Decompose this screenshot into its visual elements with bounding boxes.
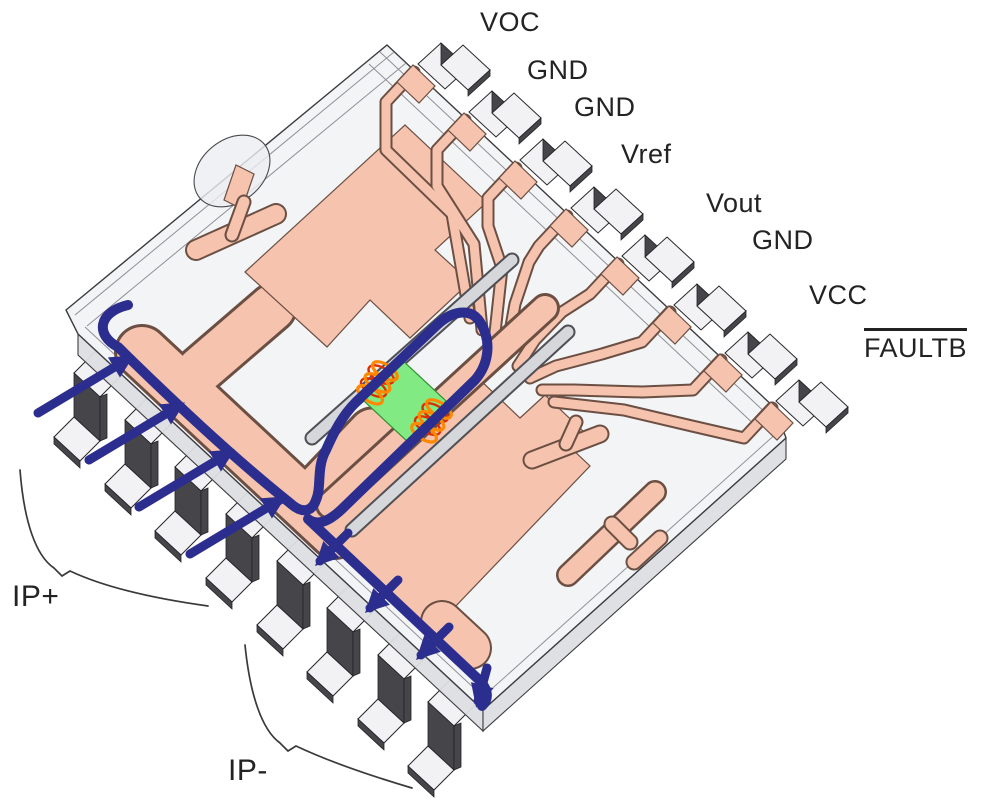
package-index-notch: [193, 134, 271, 208]
pin-label-gnd-3: GND: [752, 225, 814, 255]
pin-label-vref: Vref: [621, 139, 672, 169]
current-arrow-in-3: [134, 448, 236, 512]
pin-label-faultb: FAULTB: [864, 328, 968, 364]
pin-label-voc: VOC: [480, 7, 541, 37]
faultb-overline-text: FAULTB: [864, 328, 968, 364]
leadframe-copper: [114, 64, 794, 670]
brace-ip-plus: [19, 469, 209, 607]
pin-label-vcc: VCC: [809, 280, 868, 310]
current-arrow-in-2: [84, 401, 186, 465]
current-arrow-out-1: [315, 528, 353, 566]
pin-label-gnd-1: GND: [527, 55, 589, 85]
group-label-ip-minus: IP-: [228, 754, 268, 787]
tie-bars-bottom-right: [556, 480, 669, 587]
current-loop-line: [97, 300, 493, 711]
ip-plus-bus-bar: [114, 282, 398, 560]
current-arrow-out-2: [365, 575, 403, 613]
current-arrow-out-4: [471, 663, 494, 708]
pin-label-gnd-2: GND: [574, 92, 636, 122]
brace-ip-minus: [244, 644, 413, 789]
pin-label-vout: Vout: [706, 188, 763, 218]
current-flow-path: [33, 300, 494, 711]
current-arrow-in-1: [33, 354, 135, 418]
group-label-ip-plus: IP+: [12, 580, 60, 613]
current-arrow-in-4: [185, 495, 287, 559]
signal-traces: [379, 64, 794, 445]
current-arrow-out-3: [416, 622, 454, 660]
